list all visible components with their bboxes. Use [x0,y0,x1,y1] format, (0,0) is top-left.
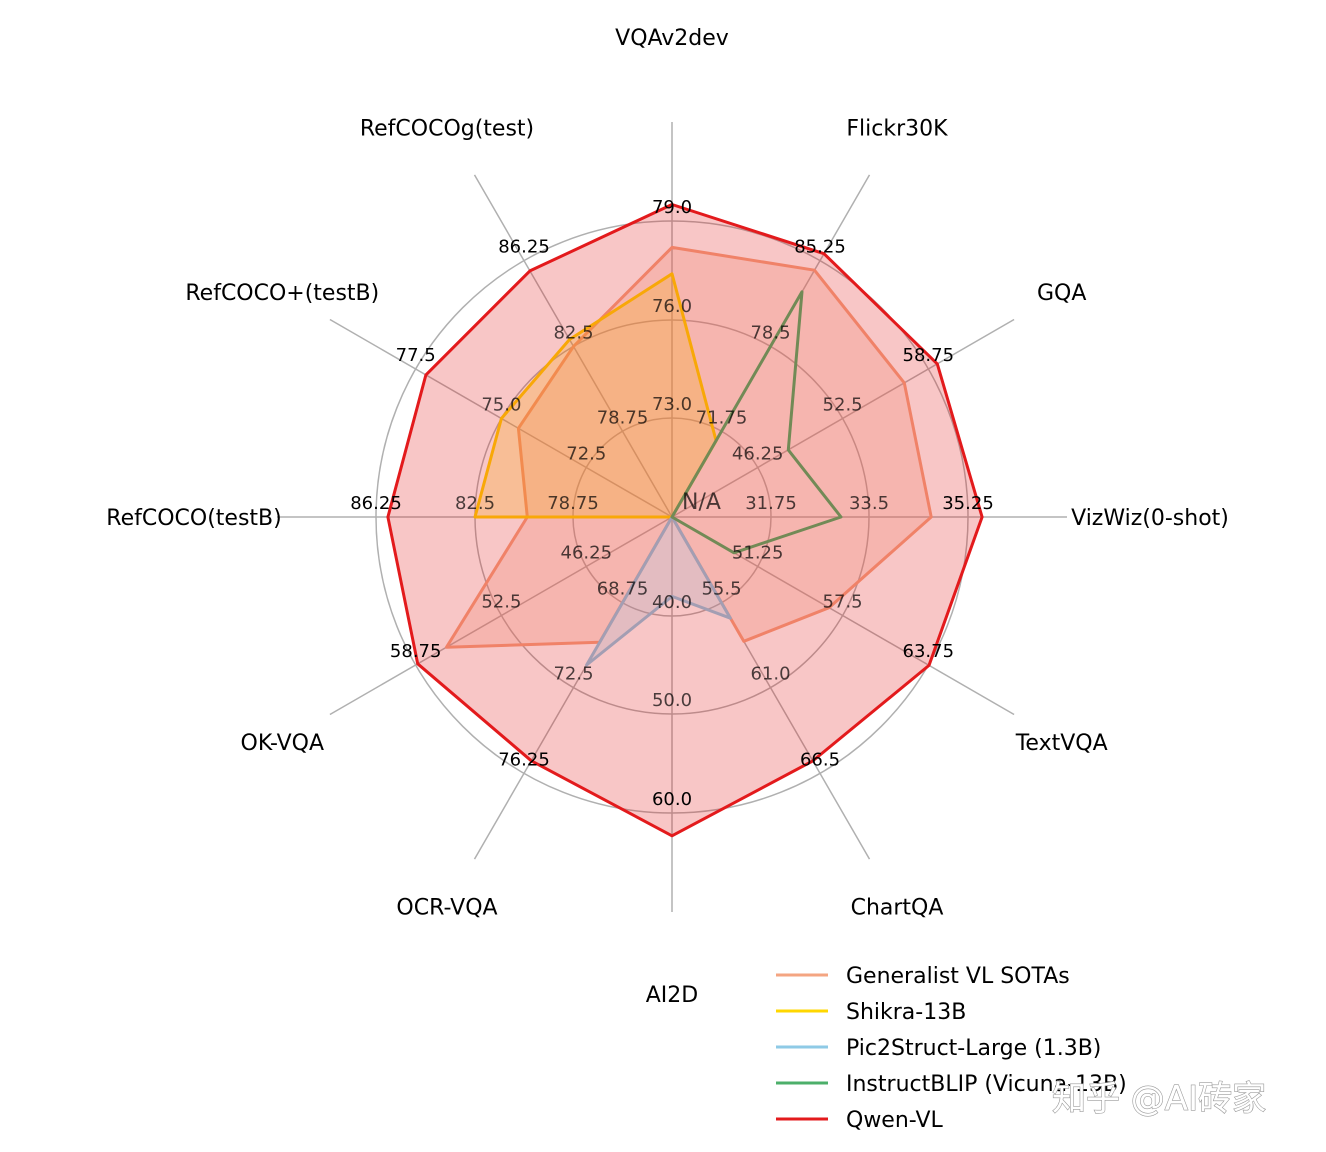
axis-label-1: Flickr30K [846,116,948,141]
axis-label-11: RefCOCOg(test) [360,116,534,141]
tick-label-4-1: 51.25 [732,543,784,564]
tick-label-10-3: 77.5 [396,345,436,366]
axis-label-5: ChartQA [851,896,944,921]
tick-label-9-1: 78.75 [547,493,599,514]
legend-label-1: Shikra-13B [846,1000,966,1025]
tick-label-10-2: 75.0 [481,395,521,416]
tick-label-4-2: 57.5 [823,592,863,613]
tick-label-0-2: 76.0 [652,296,692,317]
radar-series [386,203,984,838]
center-na-label: N/A [682,490,721,515]
tick-label-0-3: 79.0 [652,197,692,218]
tick-label-6-3: 60.0 [652,789,692,810]
legend-label-4: Qwen-VL [846,1108,943,1133]
axis-label-6: AI2D [646,983,698,1008]
axis-label-0: VQAv2dev [615,26,729,51]
tick-label-5-1: 55.5 [701,579,741,600]
tick-label-3-3: 35.25 [942,493,994,514]
tick-label-1-1: 71.75 [696,407,748,428]
axis-label-8: OK-VQA [241,731,325,756]
legend-label-0: Generalist VL SOTAs [846,964,1070,989]
tick-label-1-3: 85.25 [794,237,846,258]
tick-label-2-1: 46.25 [732,444,784,465]
tick-label-3-1: 31.75 [745,493,797,514]
legend-label-3: InstructBLIP (Vicuna-13B) [846,1072,1127,1097]
tick-label-9-2: 82.5 [455,493,495,514]
tick-label-9-3: 86.25 [350,493,402,514]
tick-label-0-1: 73.0 [652,394,692,415]
tick-label-6-2: 50.0 [652,690,692,711]
tick-label-5-2: 61.0 [750,664,790,685]
watermark-text: 知乎 @AI砖家 [1052,1079,1266,1119]
series-3-polygon [670,290,843,555]
tick-label-8-3: 58.75 [390,641,442,662]
tick-label-11-3: 86.25 [498,237,550,258]
tick-label-11-2: 82.5 [553,322,593,343]
tick-label-5-3: 66.5 [800,749,840,770]
series-4-polygon [386,203,984,838]
tick-label-4-3: 63.75 [903,641,955,662]
tick-label-6-1: 40.0 [652,592,692,613]
series-2-polygon [585,515,732,667]
tick-label-8-1: 46.25 [561,543,613,564]
axis-label-7: OCR-VQA [396,896,497,921]
axis-label-4: TextVQA [1015,731,1108,756]
radar-tick-labels: 73.0 76.0 79.0 71.75 78.5 85.25 46.25 52.5 58.75… [350,197,994,810]
tick-label-7-3: 76.25 [498,749,550,770]
grid-spoke-2 [671,318,1015,518]
axis-label-3: VizWiz(0-shot) [1071,506,1229,531]
tick-label-3-2: 33.5 [849,493,889,514]
legend-label-2: Pic2Struct-Large (1.3B) [846,1036,1101,1061]
tick-label-7-1: 68.75 [597,579,649,600]
tick-label-7-2: 72.5 [553,664,593,685]
axis-label-10: RefCOCO+(testB) [185,281,379,306]
grid-spoke-8 [329,516,673,716]
tick-label-10-1: 72.5 [566,444,606,465]
tick-label-2-3: 58.75 [903,345,955,366]
axis-label-2: GQA [1037,281,1086,306]
tick-label-8-2: 52.5 [481,592,521,613]
axis-label-9: RefCOCO(testB) [106,506,281,531]
tick-label-2-2: 52.5 [823,395,863,416]
tick-label-11-1: 78.75 [597,407,649,428]
tick-label-1-2: 78.5 [750,322,790,343]
